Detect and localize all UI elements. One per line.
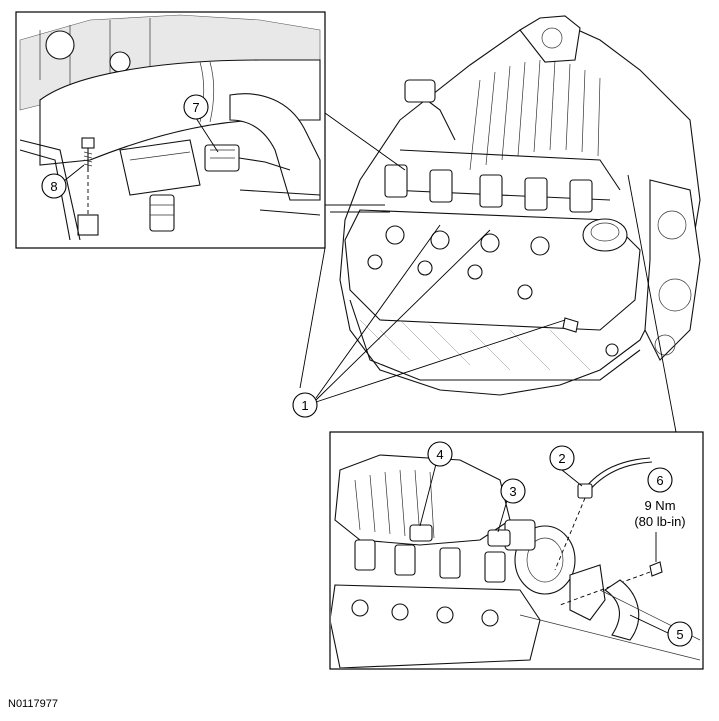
inset-bottom-right [329, 431, 704, 670]
leader-lines [63, 117, 669, 634]
callout-1-label: 1 [301, 398, 308, 413]
callout-5-label: 5 [676, 627, 683, 642]
throttle-body [504, 519, 576, 595]
callout-2: 2 [549, 445, 575, 471]
callout-7-label: 7 [192, 100, 199, 115]
callout-5: 5 [667, 621, 693, 647]
coil-bolt [77, 137, 99, 236]
valve-cover-bosses-inset [351, 599, 499, 627]
bracket-5 [604, 579, 640, 641]
callout-1: 1 [292, 392, 318, 418]
callout-6: 6 [647, 467, 673, 493]
accessory-belt [644, 179, 701, 361]
view-connector-lines [299, 112, 677, 433]
valve-cover-bosses [367, 225, 619, 357]
fuel-injector [149, 194, 175, 232]
callout-2-label: 2 [558, 451, 565, 466]
oil-filler-cap [582, 218, 628, 252]
bolt-6 [559, 561, 663, 606]
coil-packs-main [384, 164, 593, 213]
callout-4-label: 4 [436, 447, 443, 462]
callout-7: 7 [183, 94, 209, 120]
coil-connector [204, 144, 291, 172]
sensor-with-harness [554, 457, 653, 571]
callout-3-label: 3 [509, 484, 516, 499]
callout-4: 4 [427, 441, 453, 467]
callout-6-label: 6 [656, 473, 663, 488]
callout-8-label: 8 [50, 179, 57, 194]
supercharger-ribs [469, 59, 601, 171]
figure-id: N0117977 [8, 698, 58, 710]
callout-8: 8 [41, 173, 67, 199]
callout-3: 3 [500, 478, 526, 504]
inset-top-left [15, 11, 326, 249]
torque-spec-metric: 9 Nm [644, 498, 675, 513]
coil-packs-inset [354, 539, 506, 583]
torque-spec-imperial: (80 lb-in) [634, 514, 685, 529]
